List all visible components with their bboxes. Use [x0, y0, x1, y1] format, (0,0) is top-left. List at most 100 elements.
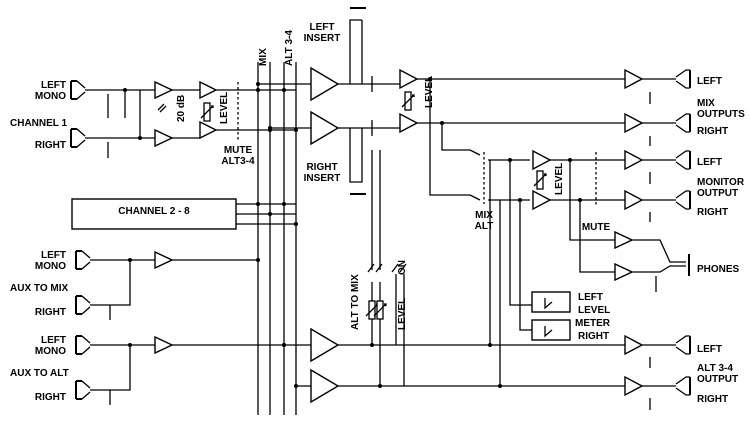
phones-label: PHONES	[697, 264, 740, 275]
alt-to-mix-switch[interactable]	[367, 263, 383, 273]
alt-summing	[282, 150, 625, 404]
alt-output-label-1: ALT 3-4	[697, 363, 733, 374]
meter-right-label: RIGHT	[578, 331, 609, 342]
mon-right-out-label: RIGHT	[697, 207, 728, 218]
alt-left-out-label: LEFT	[697, 344, 722, 355]
aux-to-mix-label: AUX TO MIX	[10, 283, 68, 294]
aux-alt-amp	[154, 335, 174, 355]
aux-alt-left-jack	[75, 335, 91, 355]
aux-alt-right-jack	[75, 380, 91, 400]
mix-alt-label-2: ALT	[475, 221, 494, 232]
aux-mix-left-label: LEFT	[41, 250, 66, 261]
left-insert-label-1: LEFT	[310, 22, 335, 33]
mix-left-out-label: LEFT	[697, 76, 722, 87]
alt-on-switch[interactable]	[391, 263, 407, 273]
main-level-pot[interactable]	[401, 91, 415, 111]
aux-mix-right-jack	[75, 295, 91, 315]
outputs	[624, 68, 691, 410]
main-right-amp	[399, 112, 419, 134]
aux-alt-mono-label: MONO	[35, 346, 66, 357]
mon-mute-label: MUTE	[582, 222, 611, 233]
aux-mix-amp	[154, 250, 174, 270]
monitor-section	[469, 149, 625, 388]
mon-left-out-label: LEFT	[697, 157, 722, 168]
main-left-amp	[399, 68, 419, 90]
meter-level-label: LEVEL	[578, 305, 610, 316]
mix-right-output-jack	[675, 113, 691, 133]
aux-mix-left-jack	[75, 250, 91, 270]
channel-1-strip	[70, 80, 298, 158]
alt-bus-label: ALT 3-4	[284, 30, 295, 66]
channel-2-8-block	[71, 198, 298, 230]
mix-bus-label: MIX	[258, 48, 269, 66]
ch1-right-preamp	[154, 128, 174, 148]
mon-left-output-jack	[675, 150, 691, 170]
mon-right-amp	[532, 189, 552, 211]
alt-left-summing-amp	[310, 327, 340, 363]
phones-right-amp	[614, 262, 634, 282]
mon-level-pot[interactable]	[533, 170, 547, 190]
main-level-label: LEVEL	[424, 76, 435, 108]
meter-meter-label: METER	[575, 318, 611, 329]
alt-level-pot-right[interactable]	[373, 300, 387, 320]
alt-to-mix-label: ALT TO MIX	[350, 274, 361, 330]
channel-2-8-label: CHANNEL 2 - 8	[118, 206, 190, 217]
meter-left-label: LEFT	[578, 292, 603, 303]
phones-left-amp	[614, 230, 634, 250]
alt-left-output-jack	[675, 335, 691, 355]
aux-mix-right-label: RIGHT	[35, 307, 66, 318]
alt-output-label-2: OUTPUT	[697, 374, 738, 385]
mix-left-out-amp	[624, 68, 644, 90]
alt-level-label: LEVEL	[397, 298, 408, 330]
ch1-left-amp	[199, 80, 218, 100]
aux-to-mix-inputs	[75, 250, 260, 320]
mon-left-amp	[532, 149, 552, 171]
alt-on-label: ON	[397, 260, 408, 275]
ch1-right-input-jack	[70, 128, 86, 148]
phones-section	[614, 230, 690, 292]
level-meters	[531, 291, 571, 341]
right-insert-label-1: RIGHT	[306, 162, 337, 173]
mon-right-output-jack	[675, 190, 691, 210]
ch1-channel-label: CHANNEL 1	[10, 118, 67, 129]
ch1-right-amp	[199, 120, 218, 140]
mix-alt-label-1: MIX	[475, 210, 493, 221]
right-level-meter	[531, 319, 571, 341]
alt-left-out-amp	[624, 334, 644, 356]
main-level	[399, 68, 625, 196]
mon-level-label: LEVEL	[554, 163, 565, 195]
monitor-output-label-2: OUTPUT	[697, 188, 738, 199]
mon-right-out-amp	[624, 189, 644, 211]
ch1-left-preamp	[154, 80, 174, 100]
ch1-level-pot[interactable]	[200, 102, 214, 122]
pad-switch[interactable]	[157, 103, 167, 113]
monitor-output-label-1: MONITOR	[697, 177, 745, 188]
pad-20db-label: 20 dB	[176, 95, 187, 122]
ch1-left-label: LEFT	[41, 80, 66, 91]
ch1-mono-label: MONO	[35, 91, 66, 102]
aux-alt-right-label: RIGHT	[35, 392, 66, 403]
ch1-level-label: LEVEL	[219, 92, 230, 124]
mix-right-summing-amp	[310, 110, 340, 146]
meter-icon	[544, 298, 553, 338]
ch1-right-label: RIGHT	[35, 140, 66, 151]
alt-level-pot-left[interactable]	[365, 300, 379, 320]
alt-right-out-label: RIGHT	[697, 394, 728, 405]
aux-alt-left-label: LEFT	[41, 335, 66, 346]
mix-left-summing-amp	[310, 66, 340, 102]
alt-right-out-amp	[624, 375, 644, 397]
left-insert-label-2: INSERT	[304, 33, 341, 44]
mute-label: MUTE	[224, 145, 253, 156]
mix-outputs-label-1: MIX	[697, 98, 715, 109]
aux-mix-mono-label: MONO	[35, 261, 66, 272]
mix-outputs-label-2: OUTPUTS	[697, 109, 745, 120]
labels: LEFT MONO CHANNEL 1 RIGHT CHANNEL 2 - 8 …	[10, 22, 745, 405]
mix-right-out-amp	[624, 112, 644, 134]
mon-left-out-amp	[624, 149, 644, 171]
left-level-meter	[531, 291, 571, 313]
aux-to-alt-label: AUX TO ALT	[10, 368, 69, 379]
right-insert-label-2: INSERT	[304, 173, 341, 184]
alt-right-summing-amp	[310, 368, 340, 404]
aux-to-alt-inputs	[75, 335, 286, 405]
